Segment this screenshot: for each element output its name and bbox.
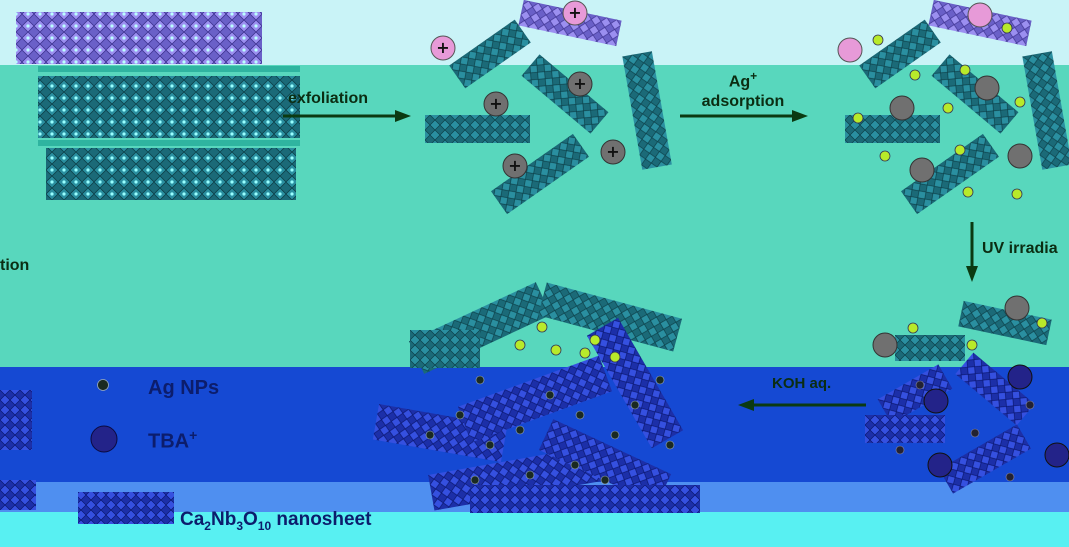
ag-adsorption-sup: + [750,69,758,83]
layered-perovskite-crystal [16,12,300,200]
ag-np-nanosheet-aggregate [372,282,700,513]
adsorption-arrow [680,110,808,122]
nanosheet-legend-symbol [78,492,174,524]
koh-arrow [738,399,866,411]
footer-band [0,512,1069,547]
legend-nanosheet: Ca2Nb3O10 nanosheet [180,509,372,533]
tba-legend-symbol [90,425,118,453]
svg-text:+: + [508,156,521,175]
koh-label: KOH aq. [772,375,832,392]
svg-text:+: + [489,94,502,113]
legend-tba: TBA+ [148,427,197,454]
uv-irradiation-arrow [966,222,978,282]
ag-np-loaded-nanosheets [865,295,1069,494]
legend-ag-nps: Ag NPs [148,377,220,399]
ag-adsorbed-nanosheets [837,0,1069,215]
ag-adsorption-text: adsorption [701,93,785,111]
exfoliation-label: exfoliation [288,90,369,107]
legend-tba-text: TBA [148,430,190,453]
svg-text:+: + [568,3,581,22]
uv-irradiation-label: UV irradia [982,240,1058,257]
edge-nanosheets-left [0,390,36,510]
svg-text:+: + [606,142,619,161]
ag-adsorption-label: Ag+ adsorption [693,66,793,112]
exfoliation-arrow [283,110,411,122]
ag-np-legend-symbol [97,379,109,391]
ag-adsorption-ag: Ag [728,73,751,91]
svg-text:+: + [573,74,586,93]
left-partial-label: tion [0,257,30,274]
exfoliated-nanosheets: + + + + + + [425,0,672,215]
tba-ion-pink: + [430,35,456,61]
svg-text:+: + [436,38,449,57]
legend-tba-sup: + [189,427,198,443]
